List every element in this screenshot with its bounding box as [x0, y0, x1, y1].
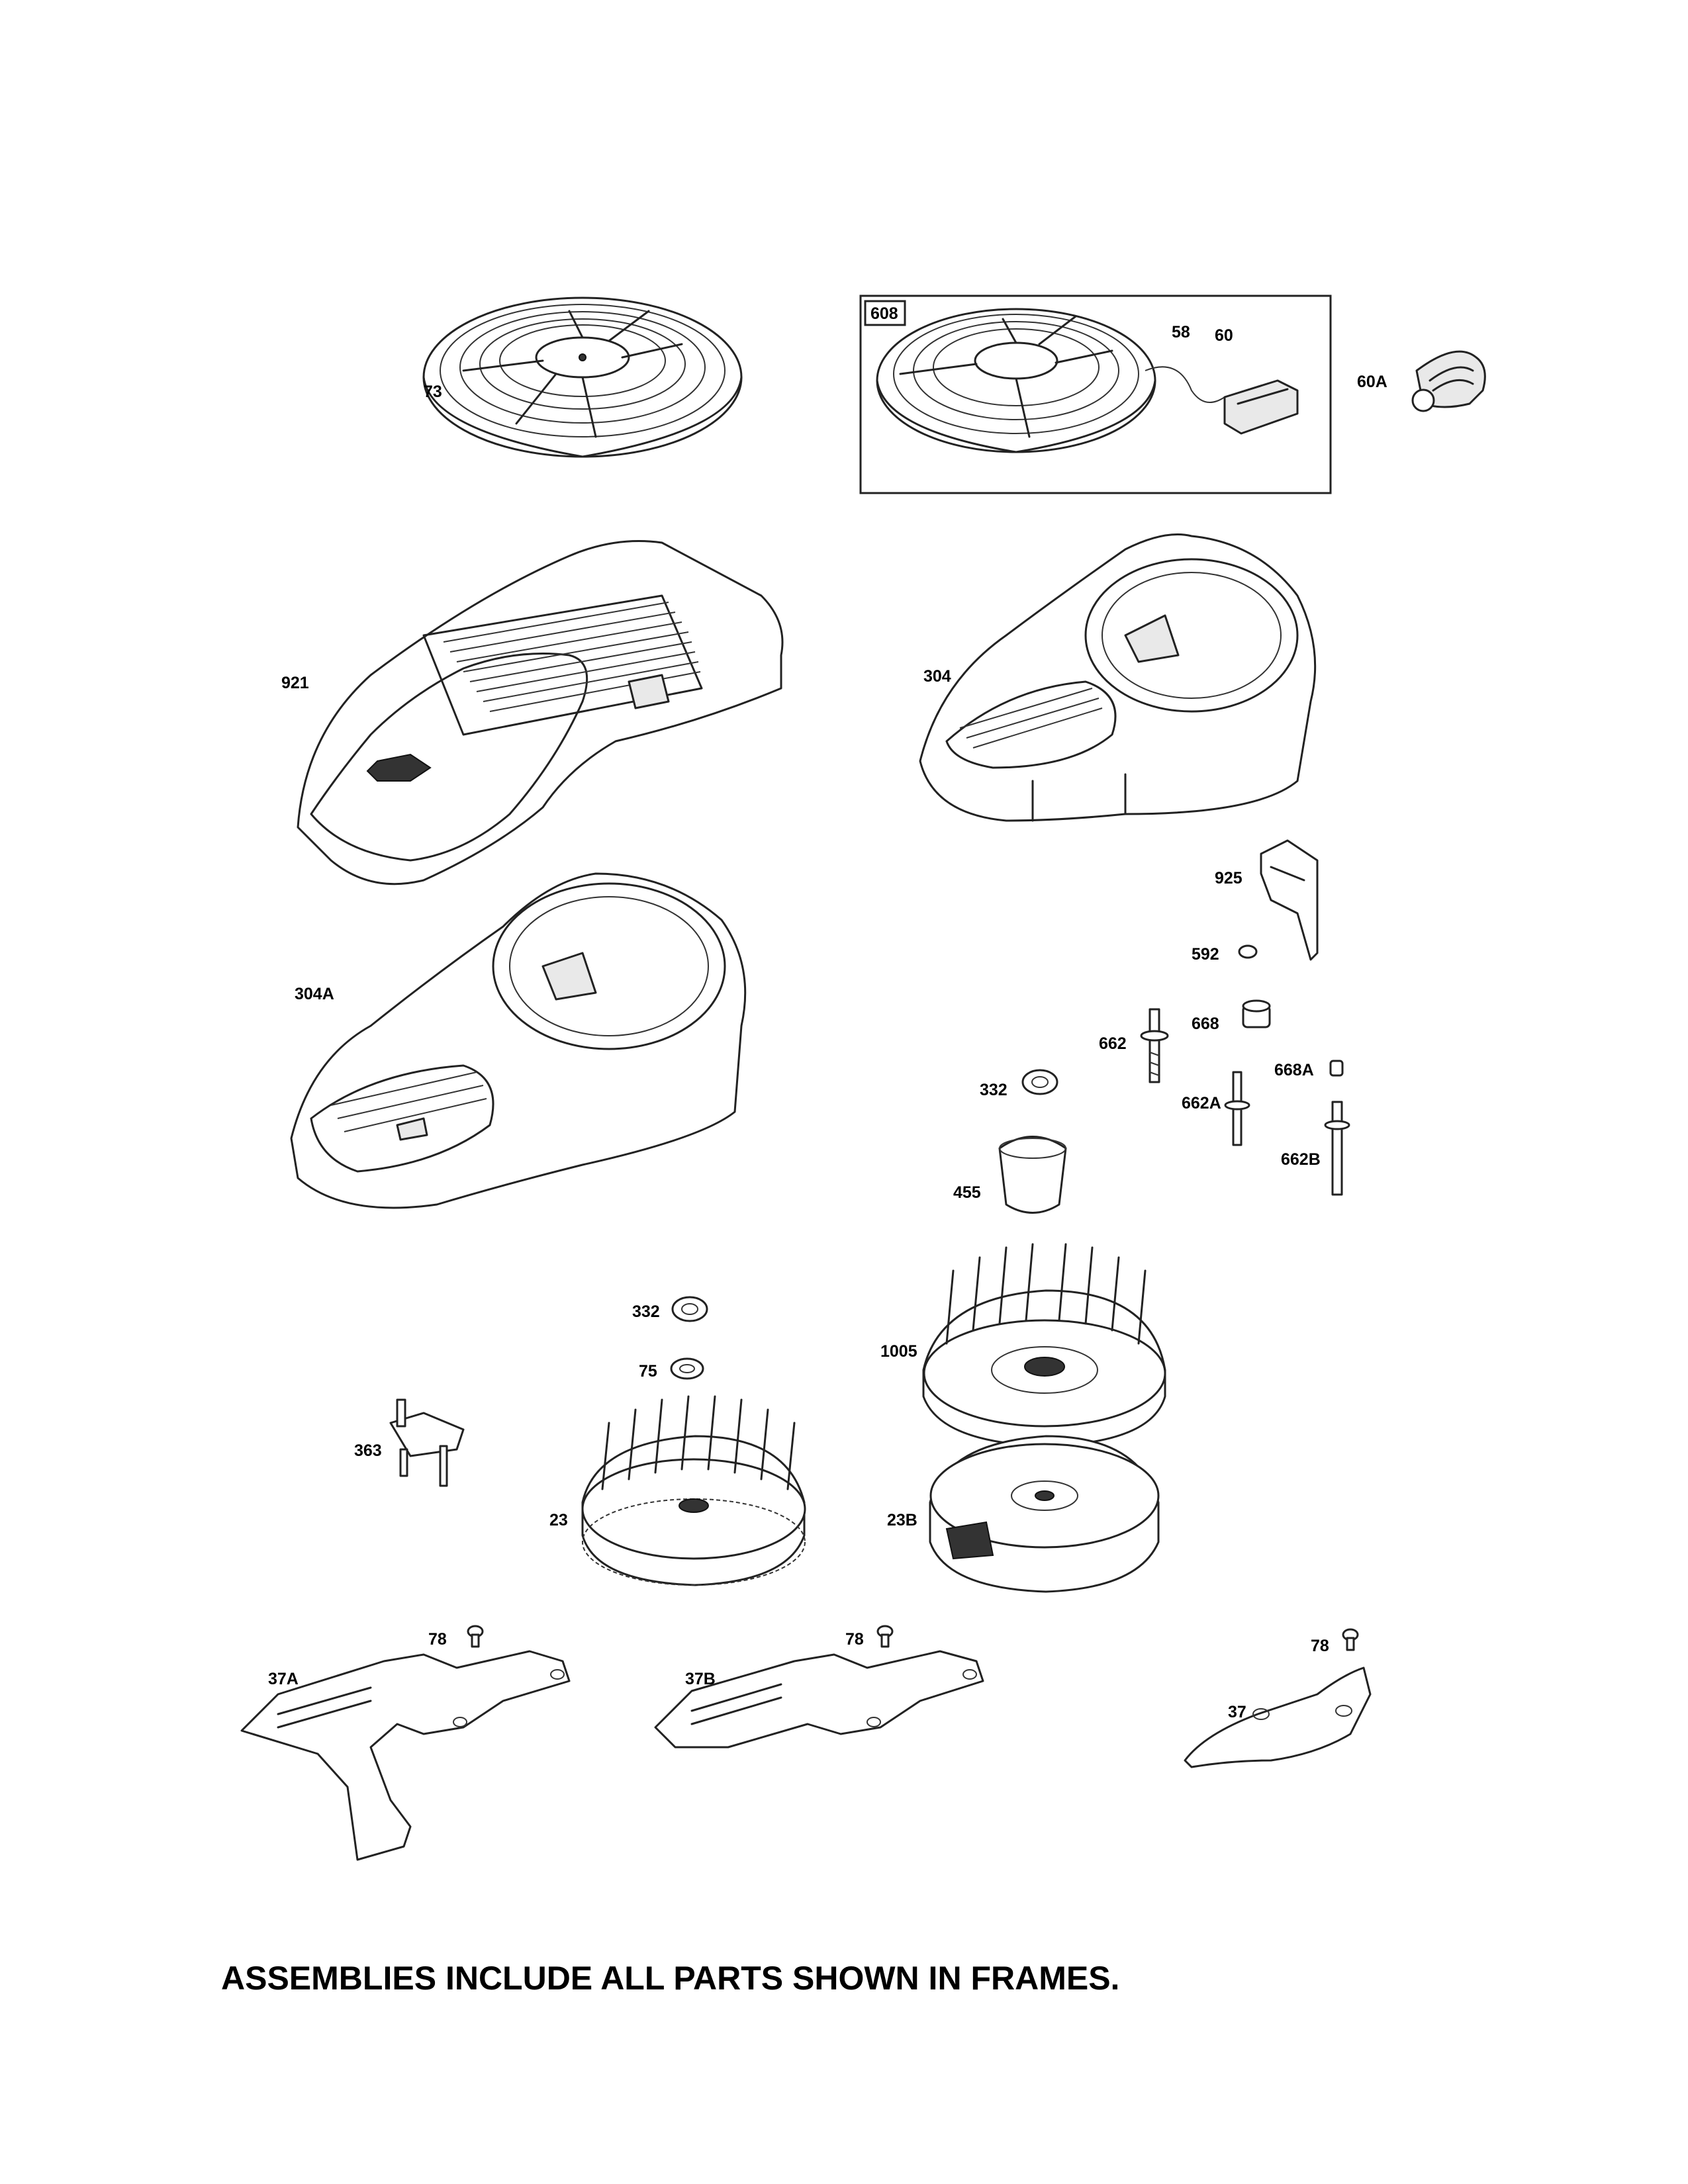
- assembly-608-frame: [859, 295, 1332, 494]
- part-23b-flywheel: [929, 1435, 1160, 1593]
- label-668a: 668A: [1274, 1061, 1314, 1079]
- label-78-c: 78: [1311, 1637, 1329, 1655]
- part-662b-stud: [1324, 1101, 1350, 1196]
- part-37-air-baffle: [1184, 1666, 1372, 1768]
- part-662a-stud: [1224, 1071, 1250, 1146]
- callout-labels: 73 608 58 60 60A 921 304 925 304A 592 66…: [268, 304, 1387, 1721]
- part-925-bracket: [1260, 839, 1319, 961]
- label-23: 23: [549, 1511, 568, 1529]
- label-662: 662: [1099, 1034, 1127, 1053]
- label-58: 58: [1172, 323, 1190, 341]
- label-608: 608: [870, 304, 898, 323]
- part-78-screw-c: [1342, 1628, 1359, 1651]
- part-363-bracket: [389, 1398, 465, 1487]
- part-78-screw-b: [876, 1625, 894, 1648]
- part-73-rewind-starter: [422, 296, 743, 458]
- label-73: 73: [424, 383, 442, 401]
- label-455: 455: [953, 1183, 981, 1202]
- part-37b-air-baffle: [654, 1650, 984, 1749]
- label-304: 304: [923, 667, 951, 686]
- part-60a-starter-handle: [1411, 350, 1486, 412]
- label-925: 925: [1215, 869, 1243, 887]
- label-37a: 37A: [268, 1670, 299, 1688]
- part-1005-flywheel: [922, 1243, 1166, 1447]
- label-23b: 23B: [887, 1511, 917, 1529]
- label-332-lower: 332: [632, 1302, 660, 1321]
- part-78-screw-a: [467, 1625, 484, 1648]
- part-75-washer: [670, 1357, 704, 1380]
- part-668a-spacer: [1329, 1060, 1344, 1077]
- part-23-flywheel: [581, 1395, 806, 1586]
- label-60a: 60A: [1357, 373, 1387, 391]
- part-455-cup: [998, 1136, 1067, 1214]
- label-78-b: 78: [845, 1630, 864, 1649]
- part-304a-blower-housing: [290, 872, 747, 1209]
- label-78-a: 78: [428, 1630, 447, 1649]
- label-363: 363: [354, 1441, 382, 1460]
- label-37b: 37B: [685, 1670, 716, 1688]
- label-304a: 304A: [295, 985, 334, 1003]
- part-37a-air-baffle: [240, 1650, 571, 1861]
- part-592-nut: [1238, 944, 1258, 959]
- label-60: 60: [1215, 326, 1233, 345]
- part-668-spacer: [1242, 999, 1271, 1028]
- part-332-nut-lower: [671, 1296, 708, 1322]
- label-332-upper: 332: [980, 1081, 1008, 1099]
- part-332-nut-upper: [1021, 1069, 1058, 1095]
- label-75: 75: [639, 1362, 657, 1381]
- part-304-blower-housing: [919, 533, 1317, 822]
- label-668: 668: [1192, 1015, 1219, 1033]
- label-662a: 662A: [1182, 1094, 1221, 1113]
- frames-footnote: ASSEMBLIES INCLUDE ALL PARTS SHOWN IN FR…: [221, 1960, 1120, 1997]
- label-37: 37: [1228, 1703, 1246, 1721]
- label-1005: 1005: [880, 1342, 917, 1361]
- label-921: 921: [281, 674, 309, 692]
- label-662b: 662B: [1281, 1150, 1321, 1169]
- part-921-blower-cover: [297, 540, 784, 886]
- label-592: 592: [1192, 945, 1219, 964]
- part-662-stud: [1140, 1008, 1169, 1083]
